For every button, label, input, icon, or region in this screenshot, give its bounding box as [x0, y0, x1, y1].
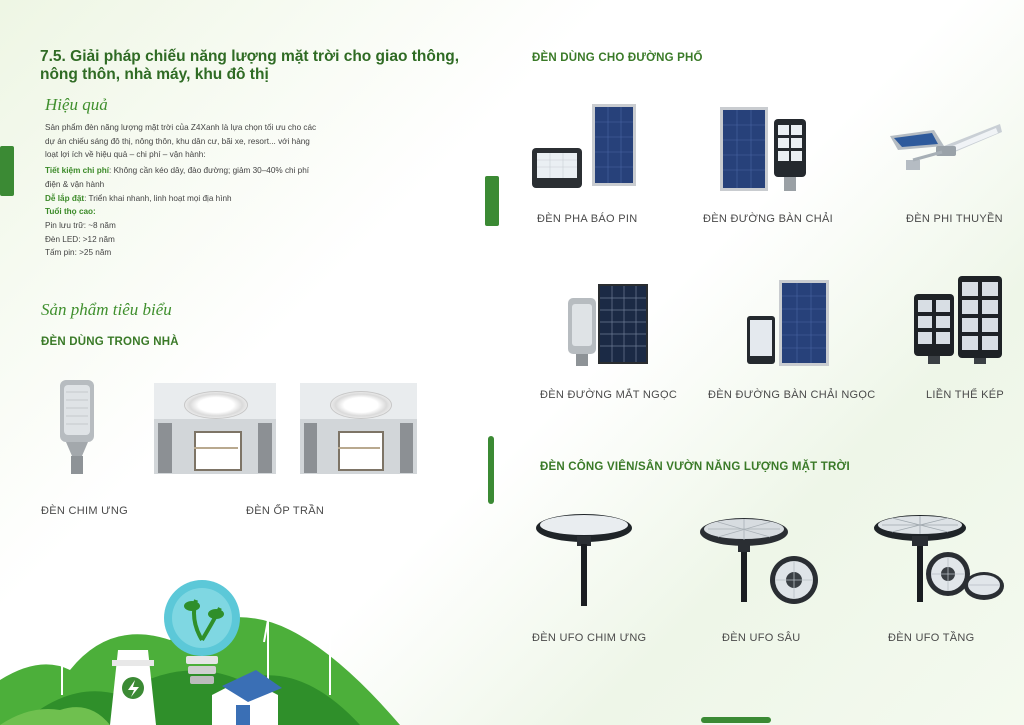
life-label: Tuổi thọ cao:	[45, 207, 96, 217]
vertical-divider-bar	[488, 436, 494, 504]
effect-life: Tuổi thọ cao:	[45, 205, 320, 219]
saving-text: : Không cần kéo dây, đào đường; giảm 30–…	[45, 166, 310, 189]
life-item: Pin lưu trữ: ~8 năm	[45, 220, 116, 230]
phi-thuyen-image	[890, 124, 1002, 170]
saving-label: Tiết kiệm chi phí	[45, 166, 110, 176]
street-heading: ĐÈN DÙNG CHO ĐƯỜNG PHỐ	[532, 52, 703, 64]
lien-the-kep-image	[914, 276, 1002, 364]
park-caption-ufo-tang: ĐÈN UFO TẦNG	[888, 632, 975, 644]
park-caption-ufo-sau: ĐÈN UFO SÂU	[722, 632, 801, 644]
middle-accent-bar	[485, 176, 499, 226]
park-heading: ĐÈN CÔNG VIÊN/SÂN VƯỜN NĂNG LƯỢNG MẶT TR…	[540, 461, 850, 473]
left-accent-bar	[0, 146, 14, 196]
section-title: 7.5. Giải pháp chiếu năng lượng mặt trời…	[40, 48, 460, 83]
life-item: Tấm pin: >25 năm	[45, 248, 112, 258]
indoor-caption-op-tran: ĐÈN ỐP TRẦN	[246, 505, 325, 517]
bottom-page-indicator	[701, 717, 771, 723]
pha-bao-pin-image	[532, 104, 636, 188]
ufo-sau-image	[700, 518, 818, 604]
effect-install: Dễ lắp đặt: Triển khai nhanh, linh hoạt …	[45, 192, 320, 206]
indoor-heading: ĐÈN DÙNG TRONG NHÀ	[41, 336, 179, 348]
duong-mat-ngoc-image	[568, 284, 648, 366]
featured-heading: Sản phẩm tiêu biểu	[41, 300, 172, 319]
effect-saving: Tiết kiệm chi phí: Không cần kéo dây, đà…	[45, 164, 320, 191]
street-caption-pha-bao-pin: ĐÈN PHA BÁO PIN	[537, 213, 638, 225]
chim-ung-lamp-image	[60, 380, 94, 474]
ufo-tang-image	[874, 515, 1004, 602]
street-caption-lien-the-kep: LIỀN THỂ KÉP	[926, 389, 1004, 401]
effect-heading: Hiệu quả	[45, 95, 108, 114]
install-label: Dễ lắp đặt	[45, 193, 85, 203]
ceiling-lamp-room-image-1	[154, 383, 276, 474]
street-caption-duong-ban-chai: ĐÈN ĐƯỜNG BÀN CHẢI	[703, 213, 833, 225]
street-caption-phi-thuyen: ĐÈN PHI THUYỀN	[906, 213, 1003, 225]
duong-ban-chai-ngoc-image	[747, 280, 829, 366]
install-text: : Triển khai nhanh, linh hoạt mọi địa hì…	[84, 193, 232, 203]
ufo-chim-ung-image	[536, 514, 632, 606]
ceiling-lamp-room-image-2	[300, 383, 417, 474]
eco-landscape-illustration	[0, 580, 400, 725]
indoor-caption-chim-ung: ĐÈN CHIM ƯNG	[41, 505, 128, 517]
duong-ban-chai-image	[720, 107, 806, 191]
life-item: Đèn LED: >12 năm	[45, 234, 115, 244]
street-caption-duong-mat-ngoc: ĐÈN ĐƯỜNG MẮT NGỌC	[540, 389, 678, 401]
effect-intro: Sản phẩm đèn năng lượng mặt trời của Z4X…	[45, 123, 317, 160]
street-caption-duong-ban-chai-ngoc: ĐÈN ĐƯỜNG BÀN CHẢI NGỌC	[708, 389, 876, 401]
park-caption-ufo-chim-ung: ĐÈN UFO CHIM ƯNG	[532, 632, 647, 644]
effect-body: Sản phẩm đèn năng lượng mặt trời của Z4X…	[45, 121, 320, 260]
